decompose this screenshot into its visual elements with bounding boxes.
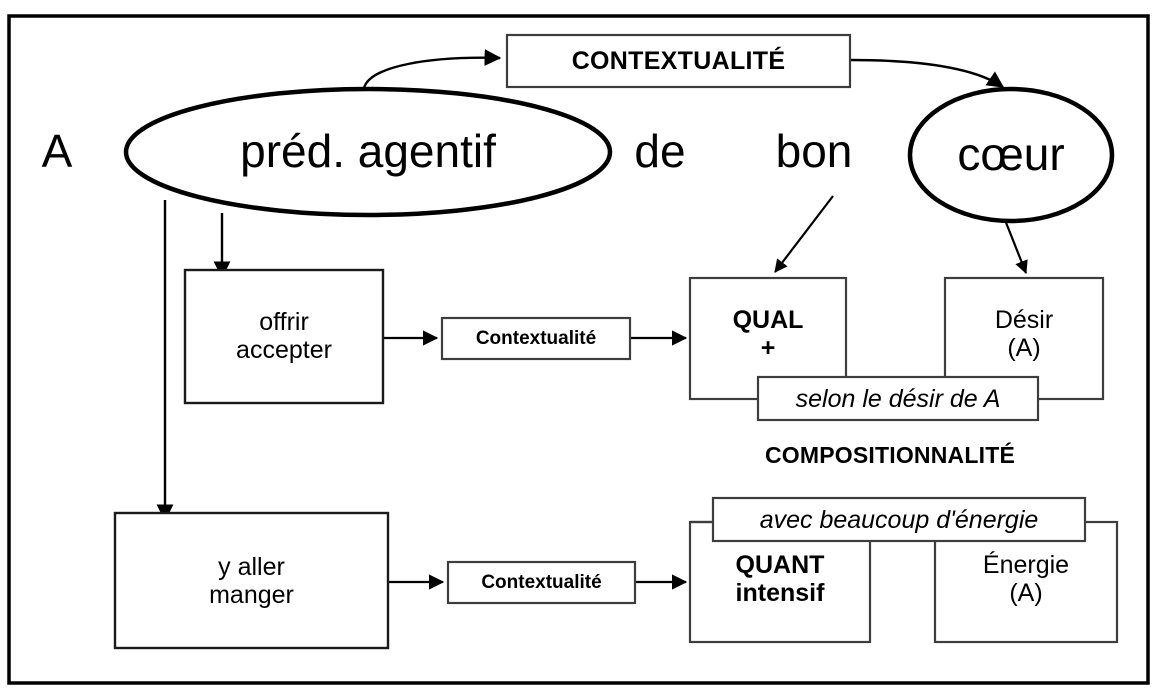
bon-to-qual-arrow (774, 195, 834, 273)
coeur-ellipse[interactable] (907, 86, 1115, 224)
coeur-to-desir-arrow (1003, 219, 1028, 274)
relay-contextualite-box-1[interactable] (440, 316, 632, 361)
relay-contextualite-box-2[interactable] (446, 560, 637, 605)
contextualite-banner-box[interactable] (505, 33, 852, 89)
pred-agentif-ellipse[interactable] (123, 86, 613, 218)
pred-to-contextualite-arrow (362, 49, 502, 89)
contextualite-to-coeur-arrow (850, 58, 1005, 88)
offrir-accepter-box[interactable] (183, 268, 385, 405)
avec-beaucoup-gloss-box[interactable] (711, 496, 1087, 543)
outer-frame (7, 14, 1150, 685)
selon-le-desir-gloss-box[interactable] (756, 375, 1040, 422)
y-aller-manger-box[interactable] (113, 511, 390, 650)
